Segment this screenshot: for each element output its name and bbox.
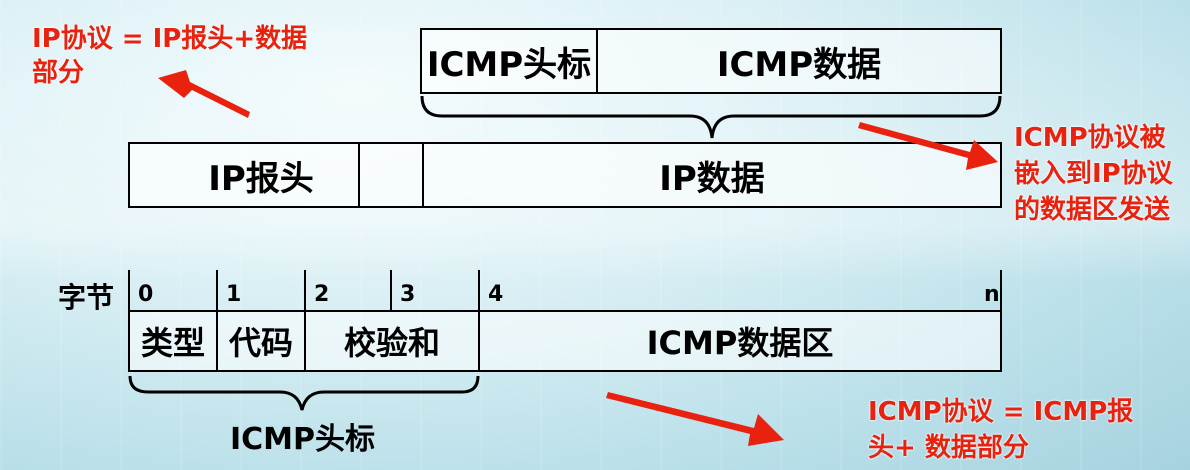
- offset-label-2: 2: [314, 282, 330, 307]
- field-checksum-label: 校验和: [343, 324, 440, 362]
- offset-tick-0: [128, 270, 130, 312]
- field-code-cell: 代码: [218, 312, 306, 370]
- icmp-header-label: ICMP头标: [426, 44, 592, 85]
- note-icmp-line2: 头+ 数据部分: [868, 433, 1029, 463]
- bottom-icmp-header-label: ICMP头标: [230, 422, 376, 457]
- offset-tick-4: [478, 270, 480, 312]
- ip-data-label: IP数据: [659, 158, 765, 199]
- ip-data-cell: IP数据: [424, 144, 1000, 206]
- note-icmp-protocol: ICMP协议 = ICMP报 头+ 数据部分: [868, 394, 1133, 466]
- icmp-format-box: 类型 代码 校验和 ICMP数据区: [128, 310, 1002, 372]
- offset-label-4: 4: [488, 282, 504, 307]
- icmp-over-ip-brace: [420, 95, 1002, 139]
- field-data-area-label: ICMP数据区: [646, 324, 834, 362]
- note-ip-line2: 部分: [32, 58, 85, 88]
- icmp-data-cell: ICMP数据: [598, 30, 1000, 92]
- ip-header-label: IP报头: [208, 158, 314, 199]
- arrow-to-ip-note: [158, 70, 250, 118]
- arrow-to-bottom-note: [606, 392, 784, 446]
- note-ip-protocol: IP协议 = IP报头+数据 部分: [32, 22, 307, 90]
- byte-label: 字节: [58, 281, 115, 314]
- icmp-packet-box: ICMP头标 ICMP数据: [420, 28, 1002, 94]
- offset-tick-2: [304, 270, 306, 312]
- icmp-data-label: ICMP数据: [716, 44, 882, 85]
- offset-label-3: 3: [400, 282, 416, 307]
- ip-packet-box: IP报头 IP数据: [128, 142, 1002, 208]
- offset-label-1: 1: [226, 282, 242, 307]
- offset-tick-n: [1000, 270, 1002, 312]
- offset-tick-3: [390, 270, 392, 312]
- note-ip-line1: IP协议 = IP报头+数据: [32, 24, 308, 54]
- offset-tick-1: [216, 270, 218, 312]
- ip-header-cell: IP报头: [130, 144, 424, 206]
- ip-header-inner-divider: [358, 142, 360, 208]
- field-code-label: 代码: [228, 324, 293, 362]
- offset-label-n: n: [984, 282, 1000, 307]
- icmp-header-cell: ICMP头标: [422, 30, 598, 92]
- icmp-header-brace: [128, 375, 480, 411]
- field-checksum-cell: 校验和: [306, 312, 480, 370]
- note-embedded-line1: ICMP协议被: [1014, 123, 1166, 153]
- field-data-area-cell: ICMP数据区: [480, 312, 1000, 370]
- field-type-cell: 类型: [130, 312, 218, 370]
- note-icmp-embedded: ICMP协议被 嵌入到IP协议 的数据区发送: [1014, 120, 1173, 228]
- note-icmp-line1: ICMP协议 = ICMP报: [868, 397, 1134, 427]
- note-embedded-line2: 嵌入到IP协议: [1014, 159, 1173, 189]
- offset-label-0: 0: [138, 282, 154, 307]
- note-embedded-line3: 的数据区发送: [1014, 195, 1171, 225]
- field-type-label: 类型: [140, 324, 205, 362]
- arrow-to-right-note: [858, 122, 998, 170]
